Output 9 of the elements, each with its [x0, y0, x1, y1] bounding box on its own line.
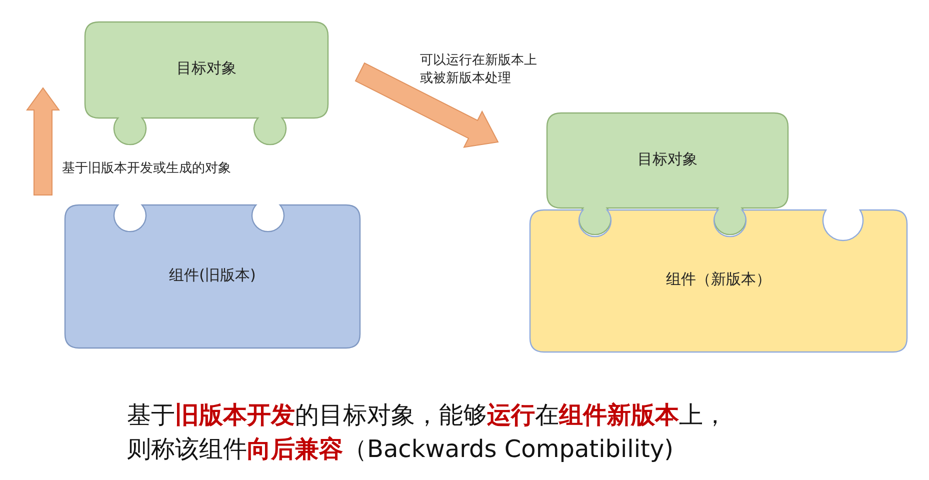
edge-label: 可以运行在新版本上或被新版本处理	[420, 52, 538, 88]
node-label: 组件(旧版本)	[168, 266, 257, 284]
node-label: 目标对象	[176, 59, 238, 78]
block-arrow	[26, 87, 60, 196]
caption: 基于旧版本开发的目标对象，能够运行在组件新版本上，则称该组件向后兼容（Backwards Compatibility)	[127, 400, 728, 465]
block-arrow	[354, 62, 499, 148]
node-label: 组件（新版本）	[665, 270, 772, 289]
edge-label: 基于旧版本开发或生成的对象	[62, 160, 232, 178]
node-label: 目标对象	[636, 150, 698, 168]
